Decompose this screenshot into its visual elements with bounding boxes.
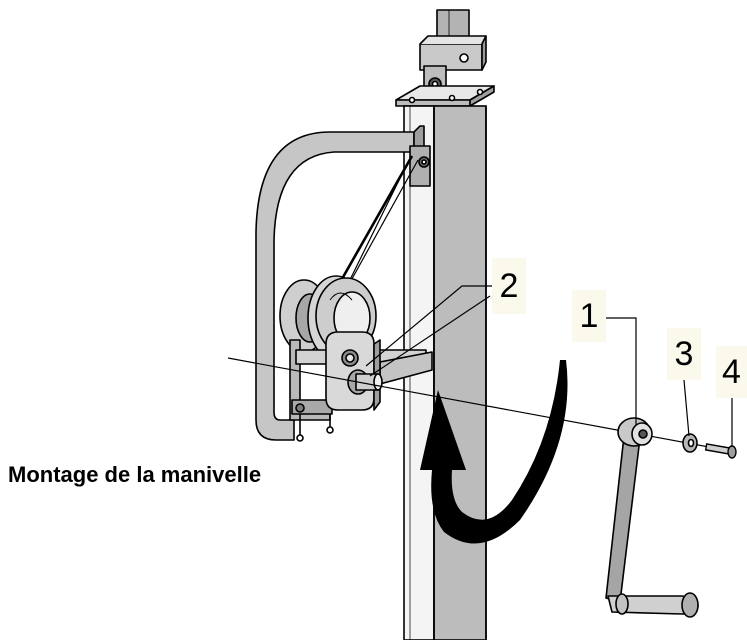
rotation-arrow xyxy=(420,360,568,544)
callout-1: 1 xyxy=(572,290,606,342)
gear-plate xyxy=(325,331,383,411)
screw xyxy=(704,443,737,459)
winch-frame xyxy=(255,125,431,441)
upper-mast xyxy=(395,9,495,107)
callout-4: 4 xyxy=(716,346,747,398)
leader-lines xyxy=(365,285,733,446)
callout-2: 2 xyxy=(492,258,526,314)
crank-handle xyxy=(605,417,699,618)
diagram-title: Montage de la manivelle xyxy=(8,462,262,487)
washer xyxy=(682,433,698,453)
callout-3: 3 xyxy=(667,328,701,380)
